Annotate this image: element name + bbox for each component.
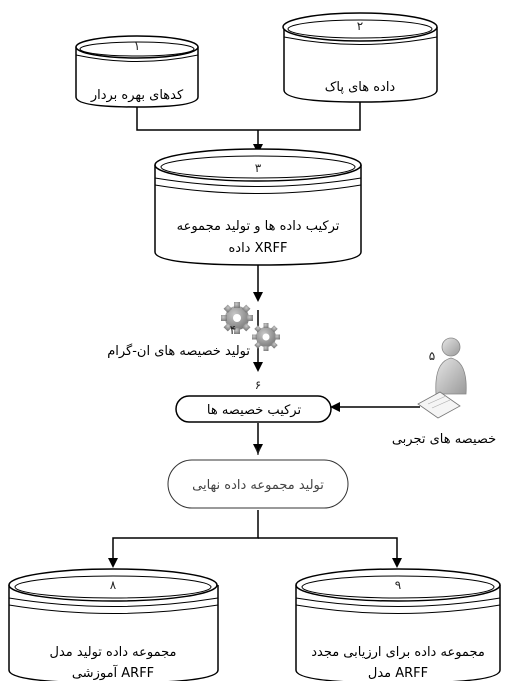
node-9-label-line2: مدل ARFF (368, 666, 428, 681)
node-4-number: ۴ (230, 323, 236, 337)
node-3-number: ۳ (255, 161, 262, 175)
node-1-number: ۱ (134, 39, 140, 53)
node-7-number: ۷ (255, 444, 262, 458)
person-icon (417, 337, 467, 419)
node-7-label: تولید مجموعه داده نهایی (192, 478, 324, 493)
merge-line-1-2 (136, 95, 361, 131)
node-4-label: تولید خصیصه های ان-گرام (107, 343, 250, 359)
node-9-label-line1: مجموعه داده برای ارزیابی مجدد (311, 645, 485, 660)
data-store-8: ۸ مجموعه داده تولید مدل آموزشی ARFF (8, 568, 219, 681)
node-5-number: ۵ (429, 349, 435, 363)
node-6-number: ۶ (255, 378, 261, 392)
arrow-to-8 (108, 510, 259, 568)
node-3-label-line2: داده XRFF (228, 241, 287, 256)
process-7: ۷ تولید مجموعه داده نهایی (167, 444, 349, 509)
node-9-number: ۹ (395, 578, 401, 592)
connectors (108, 95, 420, 568)
node-1-label: کدهای بهره بردار (90, 88, 184, 103)
node-2-label: داده های پاک (325, 80, 396, 95)
node-8-number: ۸ (110, 578, 117, 592)
node-5-label: خصیصه های تجربی (392, 432, 496, 447)
node-3-label-line1: ترکیب داده ها و تولید مجموعه (177, 219, 340, 234)
data-store-9: ۹ مجموعه داده برای ارزیابی مجدد مدل ARFF (295, 568, 501, 681)
node-2-number: ۲ (357, 19, 363, 33)
node-8-label-line1: مجموعه داده تولید مدل (50, 645, 177, 660)
arrow-to-9 (258, 537, 402, 568)
data-store-1: ۱ کدهای بهره بردار (75, 35, 199, 108)
data-store-2: ۲ داده های پاک (282, 12, 438, 103)
node-6-label: ترکیب خصیصه ها (207, 403, 302, 418)
node-8-label-line2: آموزشی ARFF (72, 664, 154, 681)
data-store-3: ۳ ترکیب داده ها و تولید مجموعه داده XRFF (154, 148, 362, 266)
process-6: ۶ ترکیب خصیصه ها (175, 378, 332, 423)
